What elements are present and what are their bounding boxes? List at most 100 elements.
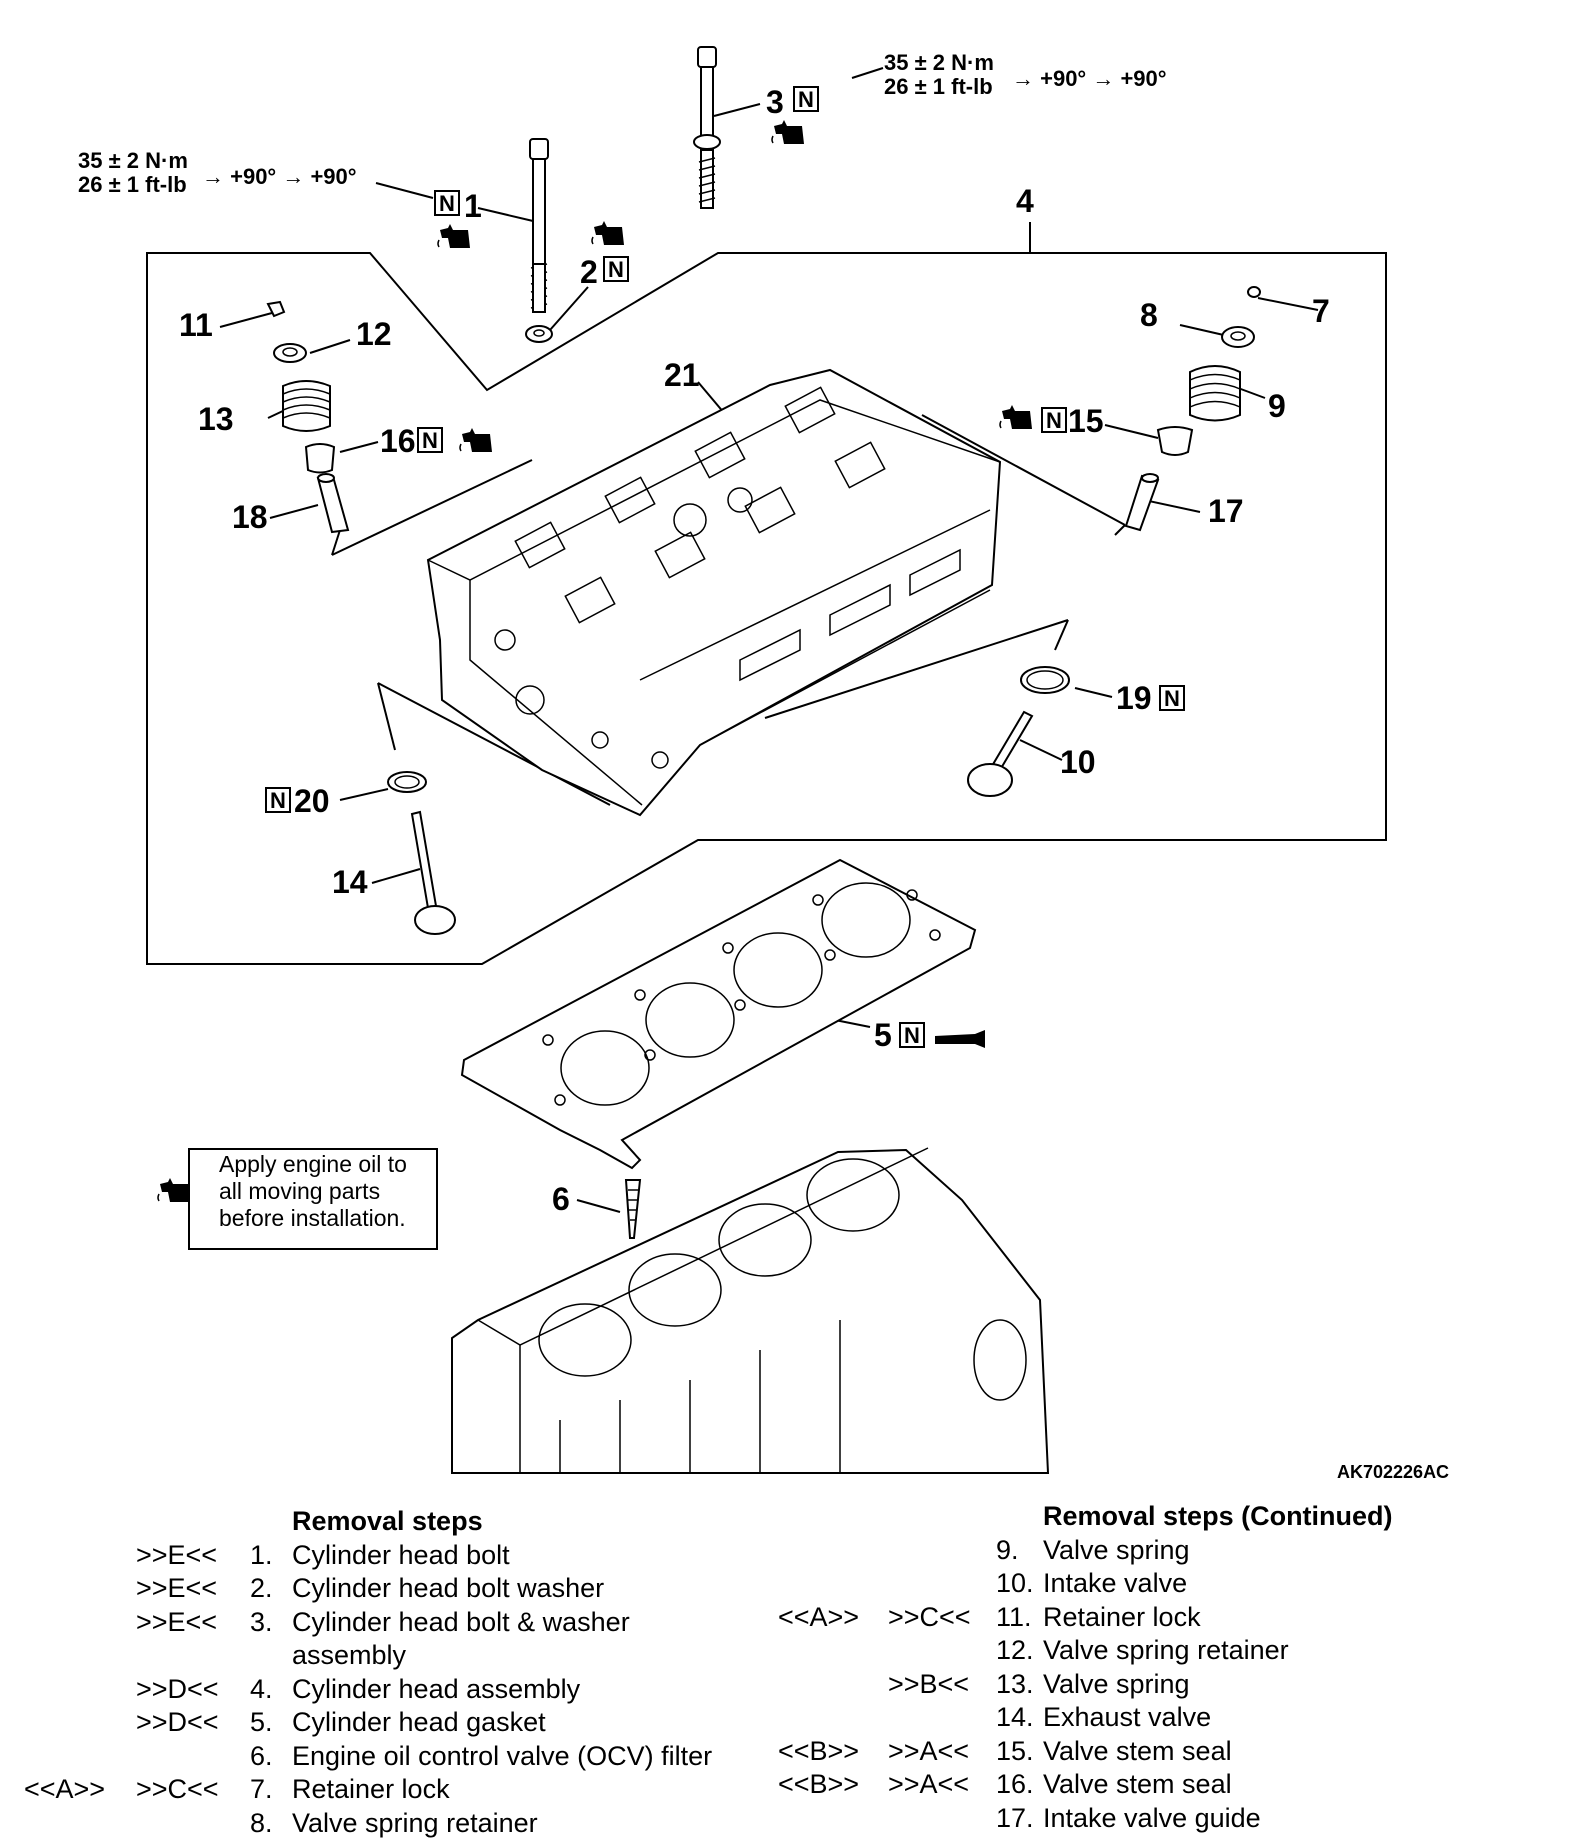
step-label: Cylinder head bolt & washer	[292, 1606, 630, 1640]
removal-steps: Removal steps >>E<<1.Cylinder head bolt>…	[24, 1505, 764, 1840]
svg-text:N: N	[1046, 408, 1062, 433]
new-part-icon-3: N	[794, 87, 818, 112]
step-number: 16.	[996, 1768, 1034, 1802]
callout-18: 18	[232, 499, 268, 535]
callout-2: 2	[580, 254, 598, 290]
oil-can-icon	[158, 1178, 190, 1202]
step-row: <<B>>>>A<<15.Valve stem seal	[778, 1735, 1478, 1769]
callout-13: 13	[198, 401, 234, 437]
cylinder-block	[452, 1148, 1048, 1473]
svg-text:26 ± 1 ft-lb: 26 ± 1 ft-lb	[78, 172, 187, 197]
svg-text:N: N	[798, 87, 814, 112]
new-part-icon-2: N	[604, 257, 628, 282]
cylinder-head-bolt-1	[530, 139, 548, 312]
step-removal-ref: >>E<<	[136, 1606, 217, 1640]
step-label: Valve spring	[1043, 1534, 1190, 1568]
valve-spring-13	[283, 381, 330, 431]
step-number: 2.	[250, 1572, 273, 1606]
removal-steps-title: Removal steps	[24, 1505, 764, 1539]
valve-spring-retainer-8	[1222, 327, 1254, 347]
removal-steps-continued-title: Removal steps (Continued)	[778, 1500, 1478, 1534]
ocv-filter-6	[626, 1180, 640, 1238]
callout-9: 9	[1268, 388, 1286, 424]
callout-8: 8	[1140, 297, 1158, 333]
valve-spring-retainer-12	[274, 344, 306, 362]
oil-can-icon	[438, 224, 470, 248]
exhaust-valve-14	[412, 812, 455, 934]
step-row: >>E<<1.Cylinder head bolt	[24, 1539, 764, 1573]
svg-text:→ +90° → +90°: → +90° → +90°	[202, 164, 357, 189]
new-part-icon-5: N	[900, 1023, 924, 1048]
step-number: 6.	[250, 1740, 273, 1774]
step-row: >>E<<2.Cylinder head bolt washer	[24, 1572, 764, 1606]
svg-text:35 ± 2 N·m: 35 ± 2 N·m	[884, 50, 994, 75]
new-part-icon-1: N	[435, 191, 459, 216]
step-number: 3.	[250, 1606, 273, 1640]
callout-7: 7	[1312, 293, 1330, 329]
step-row: 14.Exhaust valve	[778, 1701, 1478, 1735]
note-line-2: all moving parts	[219, 1178, 407, 1205]
step-label: Retainer lock	[1043, 1601, 1201, 1635]
new-part-icon-20: N	[266, 788, 290, 813]
step-label: Exhaust valve	[1043, 1701, 1211, 1735]
svg-text:N: N	[439, 191, 455, 216]
step-removal-ref: >>C<<	[888, 1601, 971, 1635]
cylinder-head-gasket-5	[462, 860, 975, 1168]
new-part-icon-15: N	[1042, 408, 1066, 433]
removal-steps-continued: Removal steps (Continued) 9. Valve spring…	[778, 1500, 1478, 1835]
valve-stem-seal-15	[1158, 427, 1192, 455]
step-label: Retainer lock	[292, 1773, 450, 1807]
new-part-icon-19: N	[1160, 686, 1184, 711]
svg-text:→ +90° → +90°: → +90° → +90°	[1012, 66, 1167, 91]
valve-stem-seal-20	[388, 772, 426, 792]
callout-5: 5	[874, 1017, 892, 1053]
step-row: 9. Valve spring	[778, 1534, 1478, 1568]
step-removal-ref: >>A<<	[888, 1735, 969, 1769]
step-number: 4.	[250, 1673, 273, 1707]
callout-15: 15	[1068, 403, 1104, 439]
step-number: 13.	[996, 1668, 1034, 1702]
valve-spring-9	[1190, 366, 1240, 421]
step-row: 6. Engine oil control valve (OCV) filter	[24, 1740, 764, 1774]
step-row: <<A>>>>C<<11.Retainer lock	[778, 1601, 1478, 1635]
step-row: 10.Intake valve	[778, 1567, 1478, 1601]
exhaust-valve-guide-18	[318, 474, 348, 532]
callout-4: 4	[1016, 183, 1034, 219]
step-installation-ref: <<B>>	[778, 1768, 859, 1802]
callout-3: 3	[766, 84, 784, 120]
svg-text:N: N	[1164, 686, 1180, 711]
cylinder-head-bolt-washer-2	[526, 326, 552, 342]
svg-text:N: N	[904, 1023, 920, 1048]
valve-stem-seal-16	[306, 444, 334, 473]
step-removal-ref: >>A<<	[888, 1768, 969, 1802]
step-removal-ref: >>B<<	[888, 1668, 969, 1702]
step-number: 15.	[996, 1735, 1034, 1769]
oil-can-icon	[592, 221, 624, 245]
note-line-3: before installation.	[219, 1205, 407, 1232]
step-removal-ref: >>D<<	[136, 1673, 219, 1707]
step-row: 12.Valve spring retainer	[778, 1634, 1478, 1668]
step-removal-ref: >>D<<	[136, 1706, 219, 1740]
step-number: 7.	[250, 1773, 273, 1807]
step-row: >>E<< 3. Cylinder head bolt & washer	[24, 1606, 764, 1640]
oil-can-icon	[1000, 405, 1032, 429]
step-label: Intake valve guide	[1043, 1802, 1261, 1836]
step-label: Valve spring	[1043, 1668, 1190, 1702]
step-number: 9.	[996, 1534, 1019, 1568]
step-number: 17.	[996, 1802, 1034, 1836]
callout-20: 20	[294, 783, 330, 819]
note-line-1: Apply engine oil to	[219, 1151, 407, 1178]
callout-12: 12	[356, 316, 392, 352]
step-number: 1.	[250, 1539, 273, 1573]
callout-21: 21	[664, 357, 700, 393]
step-label: Valve stem seal	[1043, 1735, 1232, 1769]
callout-6: 6	[552, 1181, 570, 1217]
sealant-tube-icon	[935, 1030, 985, 1048]
step-row: assembly	[24, 1639, 764, 1673]
step-number: 10.	[996, 1567, 1034, 1601]
step-row: <<A>>>>C<<7.Retainer lock	[24, 1773, 764, 1807]
callout-16: 16	[380, 423, 416, 459]
step-label: Engine oil control valve (OCV) filter	[292, 1740, 712, 1774]
step-row: 17. Intake valve guide	[778, 1802, 1478, 1836]
svg-text:N: N	[608, 257, 624, 282]
